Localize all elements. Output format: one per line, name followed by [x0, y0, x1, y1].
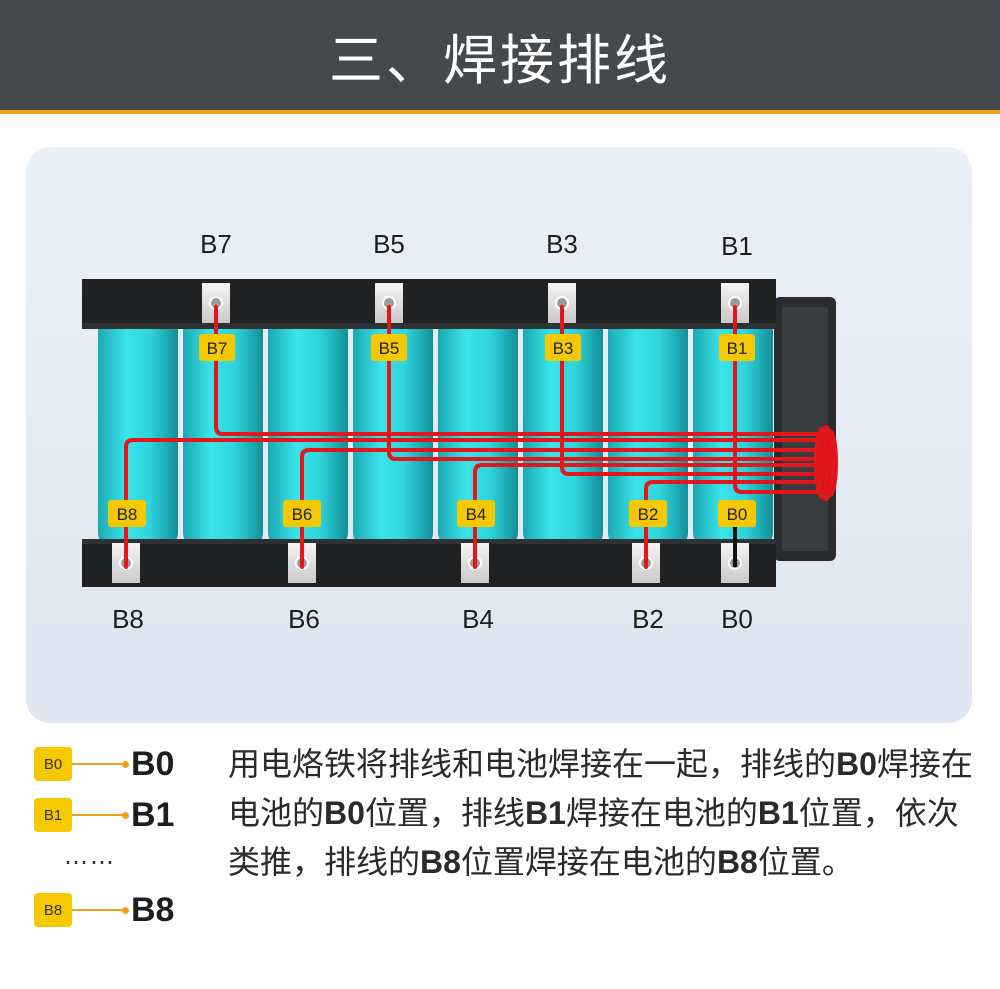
svg-text:B6: B6: [292, 505, 313, 524]
instruction-text: 用电烙铁将排线和电池焊接在一起，排线的B0焊接在电池的B0位置，排线B1焊接在电…: [228, 745, 973, 881]
wire-b5: [387, 305, 828, 461]
connector-line: [72, 814, 124, 816]
legend-row-b1: B1 B1: [34, 795, 174, 835]
top-tag-b3: B3: [545, 334, 581, 361]
wire-b3: [560, 305, 828, 476]
top-label-b3: B3: [546, 229, 578, 259]
legend-target-b1: B1: [131, 795, 175, 834]
bottom-tag-b4: B4: [457, 500, 495, 527]
legend-tag-b1: B1: [34, 798, 72, 832]
legend-tag-b0: B0: [34, 747, 72, 781]
bottom-tag-b0: B0: [718, 500, 756, 527]
top-holder: [82, 279, 776, 327]
bottom-tag-b2: B2: [629, 500, 667, 527]
svg-text:B7: B7: [207, 339, 228, 358]
legend-target-b8: B8: [131, 890, 175, 929]
top-label-b1: B1: [721, 231, 753, 261]
top-label-b7: B7: [200, 229, 232, 259]
connector-dot: [122, 906, 129, 914]
top-tag-b1: B1: [719, 334, 755, 361]
legend-row-b8: B8 B8: [34, 890, 174, 930]
wire-b1: [733, 305, 828, 494]
top-tag-b5: B5: [371, 334, 407, 361]
svg-text:B5: B5: [379, 339, 400, 358]
svg-text:B4: B4: [466, 505, 487, 524]
bottom-tag-b8: B8: [108, 500, 146, 527]
connector-line: [72, 763, 124, 765]
legend-row-b0: B0 B0: [34, 744, 174, 784]
legend-target-b0: B0: [131, 744, 175, 783]
bottom-label-b4: B4: [462, 604, 494, 634]
svg-text:B8: B8: [117, 505, 138, 524]
wire-harness: [124, 305, 828, 569]
bottom-holder: [82, 539, 776, 587]
wire-b6: [300, 448, 828, 569]
battery-diagram-panel: B7 B5 B3 B1 B7 B5 B3 B1 B8 B6: [26, 147, 972, 723]
bottom-label-b6: B6: [288, 604, 320, 634]
legend-ellipsis: ……: [64, 842, 116, 870]
top-tag-b7: B7: [199, 334, 235, 361]
legend-tag-b8: B8: [34, 893, 72, 927]
svg-text:B2: B2: [638, 505, 659, 524]
bottom-label-b8: B8: [112, 604, 144, 634]
svg-text:B3: B3: [553, 339, 574, 358]
battery-pack-diagram: B7 B5 B3 B1 B7 B5 B3 B1 B8 B6: [82, 229, 838, 634]
connector-dot: [122, 760, 129, 768]
bottom-tag-b6: B6: [283, 500, 321, 527]
wire-b2: [644, 480, 828, 569]
connector-dot: [122, 811, 129, 819]
wire-b7: [214, 305, 828, 436]
connector-line: [72, 909, 124, 911]
svg-text:B1: B1: [727, 339, 748, 358]
top-label-b5: B5: [373, 229, 405, 259]
svg-text:B0: B0: [727, 505, 748, 524]
bottom-label-b0: B0: [721, 604, 753, 634]
page-title: 三、焊接排线: [329, 28, 671, 92]
wire-b8: [124, 438, 828, 569]
bottom-label-b2: B2: [632, 604, 664, 634]
wire-b4: [473, 463, 828, 569]
page-header: 三、焊接排线: [0, 0, 1000, 114]
battery-cell: [98, 317, 178, 547]
wire-coil: [814, 425, 838, 501]
